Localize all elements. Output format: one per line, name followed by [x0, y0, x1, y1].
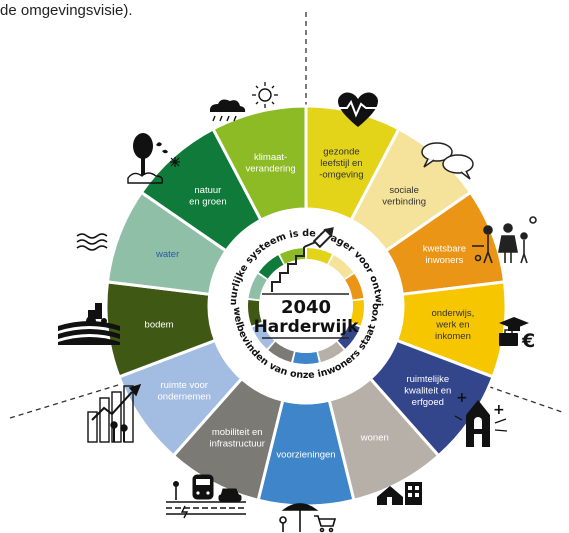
train-car-icon	[166, 474, 246, 519]
segment-label-water: water	[155, 249, 179, 260]
waves-icon	[76, 233, 108, 251]
heart-pulse-icon	[333, 92, 383, 127]
intro-text: de omgevingsvisie).	[0, 2, 133, 19]
inner-segment-klimaat-verandering	[279, 248, 306, 265]
svg-text:+: +	[493, 402, 505, 418]
center-city: Harderwijk	[254, 317, 360, 337]
family-icon	[472, 216, 537, 264]
inner-segment-ruimtelijke-kwaliteit-en-erfgoed	[337, 323, 360, 349]
speech-bubbles-icon	[421, 142, 474, 180]
inner-segment-ruimte-voor-ondernemen	[252, 323, 275, 349]
inner-segment-gezonde-leefstijl-en-omgeving	[306, 248, 333, 265]
segment-label-wonen: wonen	[360, 433, 389, 444]
inner-segment-wonen	[318, 341, 344, 363]
tractor-field-icon	[58, 303, 120, 345]
inner-segment-kwetsbare-inwoners	[345, 273, 364, 300]
weather-icon	[209, 82, 278, 122]
inner-segment-bodem	[248, 300, 262, 326]
business-growth-icon	[87, 383, 142, 443]
inner-segment-water	[248, 273, 267, 300]
church-icon: + +	[454, 390, 508, 447]
inner-segment-natuur-en-groen	[258, 255, 284, 279]
segment-label-bodem: bodem	[145, 319, 174, 330]
staircase-pencil-icon	[271, 227, 334, 292]
svg-text:+: +	[456, 390, 468, 406]
inner-segment-onderwijs-werk-en-inkomen	[350, 300, 364, 326]
outer-ring	[104, 104, 508, 508]
houses-icon	[377, 482, 422, 505]
graduation-euro-icon: €	[499, 317, 535, 352]
segment-label-voorzieningen: voorzieningen	[276, 450, 335, 461]
tree-icon	[127, 133, 180, 184]
inner-segment-mobiliteit-en-infrastructuur	[268, 341, 294, 363]
center-disc	[259, 259, 353, 353]
svg-text:€: €	[521, 330, 535, 352]
facilities-icon	[279, 503, 337, 533]
inner-segment-sociale-verbinding	[328, 255, 354, 279]
center-year: 2040	[281, 297, 331, 318]
segment-label-klimaat-verandering: klimaat-verandering	[245, 152, 295, 175]
inner-segment-voorzieningen	[293, 351, 319, 364]
inner-ring	[248, 248, 364, 364]
